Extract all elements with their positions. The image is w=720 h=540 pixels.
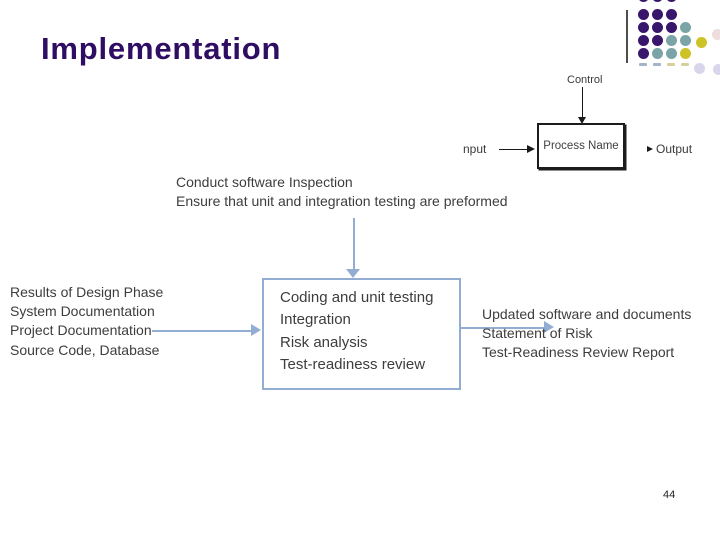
- control-arrow-line: [582, 87, 583, 118]
- decoration-dot: [713, 64, 720, 75]
- page-number: 44: [663, 489, 676, 501]
- decoration-dot: [680, 35, 691, 46]
- decoration-dash: [653, 63, 661, 66]
- decoration-dot: [666, 9, 677, 20]
- output-label: Output: [656, 142, 693, 156]
- decoration-dash: [681, 63, 689, 66]
- decoration-dot: [638, 0, 649, 2]
- page-title: Implementation: [41, 31, 282, 66]
- decoration-dot: [666, 0, 677, 2]
- process-activities-box: Coding and unit testing Integration Risk…: [262, 278, 461, 390]
- decoration-dot: [638, 9, 649, 20]
- input-arrowhead-icon: [527, 145, 535, 153]
- output-arrowhead-icon: [647, 146, 653, 152]
- decoration-dot: [652, 9, 663, 20]
- inputs-line: System Documentation: [10, 303, 155, 320]
- inputs-text-block: Results of Design Phase System Documenta…: [10, 283, 163, 360]
- outputs-line: Statement of Risk: [482, 325, 593, 342]
- decoration-vertical-rule: [626, 10, 628, 63]
- flow-down-arrowhead-icon: [346, 269, 360, 278]
- process-activity-line: Risk analysis: [280, 333, 368, 351]
- flow-down-arrow-line: [353, 218, 355, 270]
- process-activity-line: Integration: [280, 311, 351, 329]
- inputs-arrow-line: [152, 330, 252, 332]
- process-name-label: Process Name: [543, 140, 619, 152]
- inputs-line: Source Code, Database: [10, 341, 160, 358]
- decoration-dot: [694, 63, 705, 74]
- decoration-dot: [666, 48, 677, 59]
- description-line: Ensure that unit and integration testing…: [176, 193, 508, 210]
- inputs-line: Project Documentation: [10, 322, 152, 339]
- decoration-dot: [652, 35, 663, 46]
- decoration-dot: [652, 22, 663, 33]
- decoration-dot: [638, 48, 649, 59]
- outputs-arrowhead-icon: [544, 321, 554, 333]
- activity-description: Conduct software Inspection Ensure that …: [176, 173, 508, 211]
- decoration-dot: [638, 35, 649, 46]
- inputs-arrowhead-icon: [251, 324, 261, 336]
- input-arrow-line: [499, 149, 527, 150]
- decoration-dot: [680, 22, 691, 33]
- outputs-arrow-line: [453, 327, 545, 329]
- outputs-line: Test-Readiness Review Report: [482, 344, 675, 361]
- decoration-dot: [680, 48, 691, 59]
- description-line: Conduct software Inspection: [176, 174, 353, 190]
- control-arrowhead-icon: [578, 117, 586, 124]
- decoration-dot: [638, 22, 649, 33]
- input-label: nput: [463, 142, 487, 156]
- decoration-dot: [666, 22, 677, 33]
- decoration-dot: [712, 29, 720, 40]
- process-activity-line: Coding and unit testing: [280, 289, 434, 306]
- decoration-dot: [666, 35, 677, 46]
- decoration-dash: [667, 63, 675, 66]
- decoration-dot: [696, 37, 707, 48]
- decoration-dash: [639, 63, 647, 66]
- control-label: Control: [567, 74, 603, 86]
- outputs-text-block: Updated software and documents Statement…: [482, 305, 691, 363]
- process-activity-line: Test-readiness review: [280, 356, 426, 374]
- inputs-line: Results of Design Phase: [10, 284, 164, 300]
- decoration-dot: [652, 48, 663, 59]
- decoration-dot: [652, 0, 663, 2]
- process-name-box: Process Name: [537, 123, 625, 169]
- outputs-line: Updated software and documents: [482, 306, 692, 322]
